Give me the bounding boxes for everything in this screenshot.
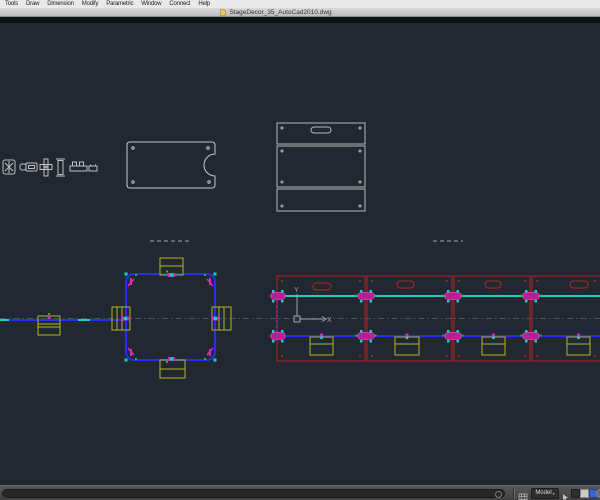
handle-slot [312,282,332,291]
hole [358,126,362,130]
menu-item-window[interactable]: Window [141,1,162,7]
handle-slot [310,126,332,134]
hole [206,146,210,150]
menu-item-tools[interactable]: Tools [5,1,19,7]
panel-bottom[interactable] [276,188,366,212]
menu-item-connect[interactable]: Connect [169,1,191,7]
menu-bar: Tools Draw Dimension Modify Parametric W… [0,0,600,8]
panel-top[interactable] [276,122,366,145]
block-tee-fitting[interactable] [56,158,65,177]
ucs-y-label: Y [294,287,299,294]
ortho-toggle[interactable] [580,489,589,498]
grid-icon [518,493,528,500]
menu-item-dimension[interactable]: Dimension [47,1,74,7]
document-icon [220,8,227,16]
plate-with-notch[interactable] [126,141,216,189]
three-panel-part[interactable] [276,122,366,212]
hole [358,180,362,184]
frame-outline[interactable] [125,273,216,361]
side-view-beam[interactable] [0,313,126,336]
hole [280,204,284,208]
bracket-top[interactable] [159,257,184,276]
model-space-button[interactable]: Model ▾ [531,488,559,499]
bracket-bottom[interactable] [159,359,186,379]
red-panel-2[interactable] [366,275,453,362]
tool-strip [0,17,600,23]
ucs-x-label: X [327,317,332,324]
selection-cursor-toggle[interactable] [561,489,570,500]
rail-connectors [269,290,542,343]
hole [280,126,284,130]
cursor-icon [563,494,568,500]
drawing-canvas[interactable]: Y X [0,23,600,485]
menu-item-parametric[interactable]: Parametric [106,1,134,7]
rail-bracket-markers [320,333,580,340]
side-view-bracket[interactable] [37,315,61,336]
red-panel-4[interactable] [531,275,600,362]
block-spacer[interactable] [88,164,98,172]
handle-slot [569,280,589,289]
snap-marker [48,313,50,315]
midpoint-connectors [122,270,219,363]
grid-toggle-button[interactable] [518,489,528,500]
statusbar-knob[interactable] [596,489,600,498]
corner-connectors [124,272,217,362]
command-input[interactable] [2,489,505,498]
red-panel-holes [281,280,596,357]
menu-item-draw[interactable]: Draw [26,1,40,7]
red-panel-1[interactable] [276,275,366,362]
panel-row-assembly[interactable] [269,275,600,362]
status-bar: Model ▾ [0,485,600,500]
hole [280,149,284,153]
block-clamp[interactable] [69,161,88,172]
hole [131,146,135,150]
block-cross-fitting[interactable] [39,158,53,177]
handle-slot [396,280,415,289]
hole [207,180,211,184]
title-bar: StageDecor_35_AutoCad2010.dwg [0,8,600,17]
hardware-blocks[interactable] [2,158,98,177]
snap-toggle[interactable] [571,489,580,498]
window-title: StageDecor_35_AutoCad2010.dwg [229,8,332,16]
hole [358,204,362,208]
hole [280,180,284,184]
statusbar-divider [513,488,515,499]
model-space-label: Model [535,490,552,496]
menu-item-modify[interactable]: Modify [81,1,99,7]
square-frame-assembly[interactable] [111,257,232,379]
snap-marker [47,316,51,319]
block-barrel-connector[interactable] [19,162,38,172]
hole [358,149,362,153]
red-panels[interactable] [276,275,600,362]
menu-item-help[interactable]: Help [198,1,210,7]
block-plate-small[interactable] [2,159,16,175]
hole [131,180,135,184]
chevron-down-icon: ▾ [552,491,555,496]
command-record-icon[interactable] [495,491,502,498]
handle-slot [484,280,502,289]
ucs-icon: Y X [293,287,332,324]
panel-middle[interactable] [276,145,366,188]
red-panel-3[interactable] [453,275,531,362]
